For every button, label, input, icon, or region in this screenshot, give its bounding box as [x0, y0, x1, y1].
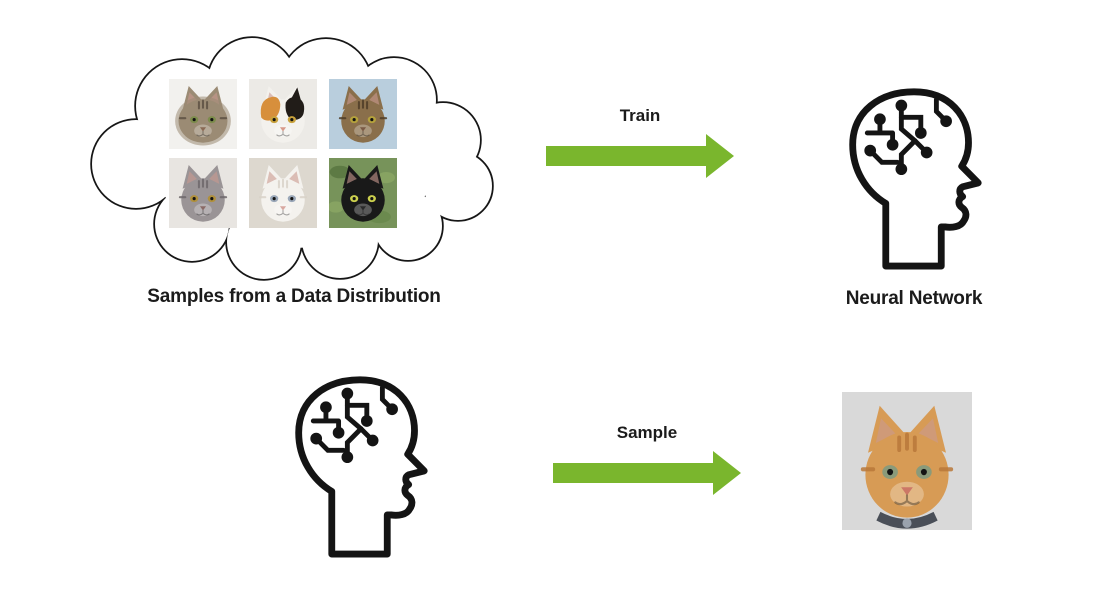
train-arrow-label: Train: [619, 106, 661, 125]
sample-right-arrow-icon: [553, 451, 741, 495]
cat-photo-5: [249, 158, 317, 228]
train-right-arrow-icon: [546, 134, 734, 178]
neural-network-head-icon: [841, 84, 987, 270]
cat-photo-2: [249, 79, 317, 149]
sample-arrow-label: Sample: [616, 423, 678, 442]
data-sample-grid: [169, 79, 397, 228]
neural-network-head-icon-bottom: [287, 372, 433, 558]
data-distribution-label: Samples from a Data Distribution: [147, 286, 441, 307]
neural-network-label: Neural Network: [845, 288, 983, 309]
generated-cat-photo: [842, 392, 972, 530]
cat-photo-4: [169, 158, 237, 228]
cat-photo-3: [329, 79, 397, 149]
cat-photo-6: [329, 158, 397, 228]
cat-photo-1: [169, 79, 237, 149]
